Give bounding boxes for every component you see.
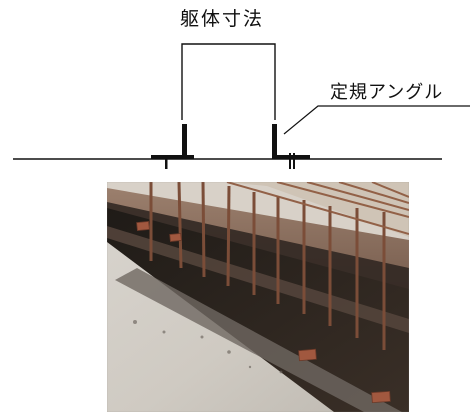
site-photo-drawing: [107, 182, 409, 412]
photo-upper-haze: [225, 182, 409, 237]
rebar-verticals: [149, 182, 386, 350]
site-photo: [107, 182, 409, 412]
leader-line: [283, 105, 470, 135]
right-anchor-2: [293, 153, 295, 169]
surface-debris: [133, 320, 283, 374]
dimension-label: 躯体寸法: [180, 8, 265, 30]
angle-shadow: [115, 268, 402, 412]
spacer-blocks: [136, 220, 391, 404]
angle-edge-highlight: [107, 226, 409, 333]
left-angle-flange: [151, 155, 194, 159]
right-anchor: [289, 153, 291, 169]
right-angle-web: [272, 124, 277, 159]
left-angle-web: [182, 124, 187, 159]
rebar-diagonals: [226, 182, 409, 235]
left-anchor: [165, 159, 168, 169]
angle-label: 定規アングル: [330, 82, 444, 103]
dimension-bracket: [181, 43, 276, 120]
